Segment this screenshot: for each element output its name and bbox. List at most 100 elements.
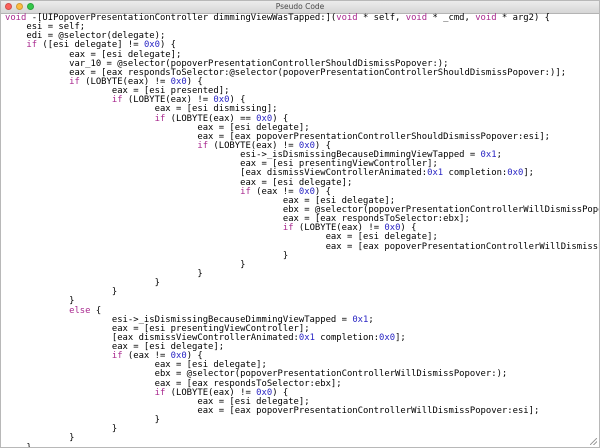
code-line: if (LOBYTE(eax) != 0x0) { [5, 96, 599, 105]
code-keyword: if [111, 351, 123, 362]
code-number: 0x0 [298, 140, 315, 151]
code-line: [eax dismissViewControllerAnimated:0x1 c… [5, 332, 599, 343]
code-text: esi->_isDismissingBecauseDimmingViewTapp… [5, 314, 353, 325]
code-text: eax = [eax respondsToSelector:ebx]; [5, 214, 470, 225]
code-text: } [5, 278, 160, 289]
code-number: 0x0 [384, 223, 401, 234]
zoom-window-button[interactable] [27, 3, 34, 10]
code-line: } [5, 260, 599, 270]
code-line: eax = [eax popoverPresentationController… [5, 406, 599, 417]
code-text: edi = @selector(delegate); [5, 31, 166, 42]
code-keyword: else [69, 305, 91, 316]
code-line: if (eax != 0x0) { [5, 186, 599, 197]
pseudo-code-view[interactable]: void -[UIPopoverPresentationController d… [5, 13, 600, 448]
code-number: 0x0 [298, 186, 315, 197]
code-keyword: if [154, 387, 166, 398]
code-line: eax = [esi delegate]; [5, 360, 599, 371]
code-line: eax = [eax popoverPresentationController… [5, 131, 599, 142]
minimize-window-button[interactable] [16, 3, 23, 10]
code-line: } [5, 442, 599, 448]
code-text: ) { [314, 186, 331, 197]
code-line: eax = [esi delegate]; [5, 49, 599, 60]
code-text: (eax != [250, 186, 299, 197]
code-text: eax = [esi delegate]; [5, 195, 396, 206]
code-text: eax = [esi presentingViewController]; [5, 323, 310, 334]
code-text: [eax dismissViewControllerAnimated: [5, 332, 299, 343]
code-text: (LOBYTE(eax) != [208, 140, 299, 151]
code-text: eax = [esi presented]; [5, 86, 230, 97]
code-text: var_10 = @selector(popoverPresentationCo… [5, 58, 449, 69]
window-title: Pseudo Code [275, 2, 325, 11]
code-text: eax = [eax popoverPresentationController… [5, 406, 540, 417]
code-line: else { [5, 305, 599, 316]
code-keyword: void [405, 13, 428, 23]
code-text: ebx = @selector(popoverPresentationContr… [5, 204, 600, 215]
code-text: } [5, 287, 118, 298]
code-text: (LOBYTE(eax) == [165, 113, 257, 124]
code-text: eax = [eax popoverPresentationController… [325, 241, 599, 252]
code-text: } [5, 424, 118, 435]
code-text: completion: [443, 168, 508, 179]
code-line: eax = [esi delegate]; [5, 178, 599, 188]
code-number: 0x0 [256, 387, 273, 398]
code-keyword: if [154, 113, 166, 124]
code-text: eax = [esi delegate]; [5, 49, 182, 60]
resize-grip-icon[interactable] [590, 438, 597, 445]
code-number: 0x0 [507, 168, 524, 179]
code-keyword: void [336, 13, 358, 23]
code-text: { [90, 305, 102, 316]
code-text: ) { [272, 387, 289, 398]
code-text: (LOBYTE(eax) != [293, 223, 385, 234]
code-text: } [5, 433, 75, 444]
code-keyword: if [240, 186, 251, 197]
code-line: if ([esi delegate] != 0x0) { [5, 40, 599, 51]
code-text: * self, [357, 13, 406, 23]
code-text: ]; [395, 332, 406, 343]
code-text: eax = [esi delegate]; [5, 396, 310, 407]
code-text: ; [496, 150, 502, 161]
code-keyword: if [197, 140, 209, 151]
code-line: } [5, 416, 599, 425]
code-text: eax = [eax respondsToSelector:ebx]; [5, 378, 342, 389]
code-number: 0x1 [352, 314, 369, 325]
code-number: 0x0 [170, 351, 187, 362]
code-text: ([esi delegate] != [37, 40, 144, 51]
code-text: (LOBYTE(eax) != [79, 76, 171, 87]
close-window-button[interactable] [5, 3, 12, 10]
code-text: } [5, 268, 203, 279]
code-line: eax = [eax respondsToSelector:ebx]; [5, 378, 599, 389]
code-text: esi = self; [5, 22, 86, 33]
code-line: ebx = @selector(popoverPresentationContr… [5, 370, 599, 379]
code-line: } [5, 424, 599, 435]
code-text: ) { [314, 140, 331, 151]
code-line: if (LOBYTE(eax) != 0x0) { [5, 223, 599, 234]
code-line: eax = [esi delegate]; [5, 233, 599, 242]
code-line: esi->_isDismissingBecauseDimmingViewTapp… [5, 150, 599, 161]
code-keyword: if [26, 40, 38, 51]
code-text: * arg2) { [496, 13, 551, 23]
code-text: ) { [159, 40, 176, 51]
code-text: completion: [314, 332, 380, 343]
code-line: } [5, 250, 599, 261]
code-number: 0x0 [379, 332, 396, 343]
code-line: if (LOBYTE(eax) != 0x0) { [5, 140, 599, 151]
code-text: eax = [esi dismissing]; [5, 104, 278, 115]
code-number: 0x1 [480, 150, 497, 161]
code-line: eax = [esi delegate]; [5, 342, 599, 353]
code-text: eax = [esi delegate]; [5, 342, 225, 353]
code-number: 0x1 [298, 332, 315, 343]
code-line: eax = [esi delegate]; [5, 122, 599, 133]
code-text: eax = [esi delegate]; [5, 122, 310, 133]
code-line: var_10 = @selector(popoverPresentationCo… [5, 58, 599, 69]
code-line: if (LOBYTE(eax) != 0x0) { [5, 76, 599, 87]
code-text: } [5, 442, 32, 448]
code-text: eax = [eax popoverPresentationController… [5, 131, 551, 142]
code-text: esi->_isDismissingBecauseDimmingViewTapp… [5, 150, 481, 161]
code-text: eax = [esi delegate]; [5, 360, 267, 371]
code-text: } [5, 250, 289, 261]
code-keyword: void [475, 13, 497, 23]
code-number: 0x0 [256, 113, 273, 124]
code-line: void -[UIPopoverPresentationController d… [5, 13, 599, 23]
title-bar[interactable]: Pseudo Code [1, 1, 599, 14]
code-text: [eax dismissViewControllerAnimated: [5, 168, 428, 179]
